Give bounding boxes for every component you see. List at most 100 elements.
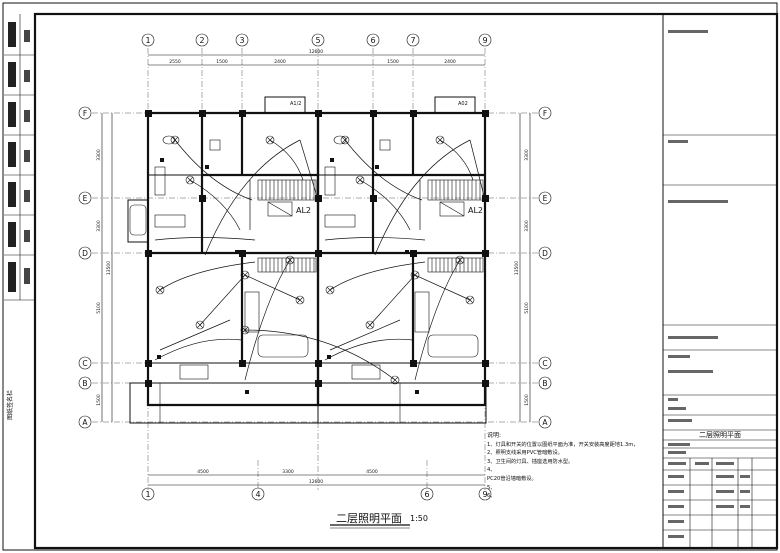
- ceiling-light-icon: [240, 270, 250, 280]
- dim-bottom: 4500: [197, 469, 209, 475]
- ceiling-light-icon: [340, 135, 350, 145]
- note-line: 5、: [487, 484, 496, 491]
- dim-bottom-total: 12600: [309, 479, 323, 485]
- grid-bubbles-top: 1 2 3 5 6 7 9: [141, 33, 492, 47]
- grid-bubbles-left: F E D C B A: [78, 106, 92, 429]
- dim-left: 3300: [96, 149, 102, 161]
- grid-label-top: 3: [239, 36, 244, 45]
- dim-left: 5100: [96, 302, 102, 314]
- note-line: 1、灯具和开关的位置以图纸平面为准，开关安装高度距地1.3m，: [487, 441, 639, 448]
- grid-label-top: 9: [482, 36, 487, 45]
- grid-label-right: F: [543, 109, 547, 118]
- dim-left: 1500: [96, 394, 102, 406]
- dim-top: 1500: [216, 59, 228, 65]
- dim-top: 2400: [444, 59, 456, 65]
- grid-label-top: 5: [315, 36, 320, 45]
- distribution-panels: [267, 201, 465, 217]
- ceiling-light-icon: [365, 320, 375, 330]
- left-binding-strip: [4, 14, 36, 548]
- grid-label-left: D: [82, 249, 88, 258]
- dimension-texts-left: 3300 3300 5100 1500 13500: [96, 149, 112, 406]
- grid-label-left: E: [83, 194, 88, 203]
- title-block-sheet-title: 二层照明平面: [699, 431, 741, 439]
- dim-right: 3300: [524, 220, 530, 232]
- ceiling-light-icon: [390, 375, 400, 385]
- stair-treads: [261, 180, 481, 272]
- note-line: 3、卫生间的灯具、插座选用防水型。: [487, 458, 574, 465]
- ceiling-light-icon: [410, 270, 420, 280]
- ceiling-light-icon: [435, 135, 445, 145]
- note-line: PC20管沿墙暗敷设。: [487, 475, 537, 482]
- dimension-texts-top: 12600 2550 1500 2400 1500 2400: [169, 49, 456, 65]
- dim-top: 2400: [274, 59, 286, 65]
- grid-label-right: E: [543, 194, 548, 203]
- dim-right: 1500: [524, 394, 530, 406]
- notes-heading: 说明:: [487, 432, 502, 439]
- grid-bubbles-right: F E D C B A: [538, 106, 552, 429]
- ceiling-light-icon: [240, 325, 250, 335]
- grid-label-left: B: [82, 379, 87, 388]
- ceiling-light-icon: [325, 285, 335, 295]
- dim-top: 2550: [169, 59, 181, 65]
- building-walls: [127, 96, 487, 424]
- grid-label-top: 1: [145, 36, 150, 45]
- dimension-lines: [101, 54, 531, 486]
- grid-label-bottom: 9: [482, 490, 487, 499]
- grid-label-bottom: 1: [145, 490, 150, 499]
- design-notes: 说明: 1、灯具和开关的位置以图纸平面为准，开关安装高度距地1.3m， 2、照明…: [487, 432, 662, 501]
- grid-label-left: A: [82, 418, 88, 427]
- light-fixtures: [155, 135, 475, 385]
- grid-label-bottom: 6: [424, 490, 429, 499]
- ceiling-light-icon: [465, 295, 475, 305]
- ceiling-light-icon: [285, 255, 295, 265]
- ceiling-light-icon: [170, 135, 180, 145]
- stairs: [257, 179, 484, 273]
- grid-label-top: 7: [410, 36, 415, 45]
- note-line: 2、照明支线采用PVC管暗敷设。: [487, 450, 563, 457]
- grid-label-top: 6: [370, 36, 375, 45]
- signature-column-label: 图纸签名栏: [6, 390, 14, 420]
- note-line: 6、: [487, 493, 496, 500]
- grid-label-right: A: [542, 418, 548, 427]
- title-block: [662, 14, 777, 548]
- grid-bubbles-bottom: 1 4 6 9: [141, 487, 492, 501]
- dimension-texts-right: 3300 3300 5100 1500 13500: [514, 149, 530, 406]
- dim-right-total: 13500: [514, 261, 520, 275]
- ceiling-light-icon: [195, 320, 205, 330]
- panel-label: AL2: [468, 206, 483, 215]
- panel-label: AL2: [296, 206, 311, 215]
- sanitary-fixtures: [129, 135, 479, 380]
- ceiling-light-icon: [455, 255, 465, 265]
- grid-label-right: D: [542, 249, 548, 258]
- dim-left-total: 13500: [106, 261, 112, 275]
- dimension-texts-bottom: 4500 3300 4500 12600: [197, 469, 378, 485]
- panel-label: A02: [458, 101, 468, 107]
- dim-bottom: 4500: [366, 469, 378, 475]
- grid-label-left: F: [83, 109, 87, 118]
- grid-label-right: B: [542, 379, 547, 388]
- grid-label-right: C: [542, 359, 547, 368]
- ceiling-light-icon: [185, 175, 195, 185]
- drawing-scale: 1:50: [410, 514, 428, 523]
- ceiling-light-icon: [155, 285, 165, 295]
- inner-frame: [33, 12, 779, 550]
- structural-columns: [145, 110, 489, 387]
- lighting-circuits: [154, 139, 486, 381]
- dim-right: 5100: [524, 302, 530, 314]
- panel-label: A1/2: [290, 101, 301, 107]
- dim-top: 1500: [387, 59, 399, 65]
- grid-label-top: 2: [199, 36, 204, 45]
- dim-top-total: 12600: [309, 49, 323, 55]
- ceiling-light-icon: [295, 295, 305, 305]
- dim-left: 3300: [96, 220, 102, 232]
- dim-bottom: 3300: [282, 469, 294, 475]
- ceiling-light-icon: [265, 135, 275, 145]
- drawing-title: 二层照明平面: [336, 512, 402, 525]
- dim-right: 3300: [524, 149, 530, 161]
- grid-label-left: C: [82, 359, 87, 368]
- note-line: 4、: [487, 467, 496, 474]
- ceiling-light-icon: [355, 175, 365, 185]
- switches: [157, 158, 419, 394]
- grid-label-bottom: 4: [255, 490, 260, 499]
